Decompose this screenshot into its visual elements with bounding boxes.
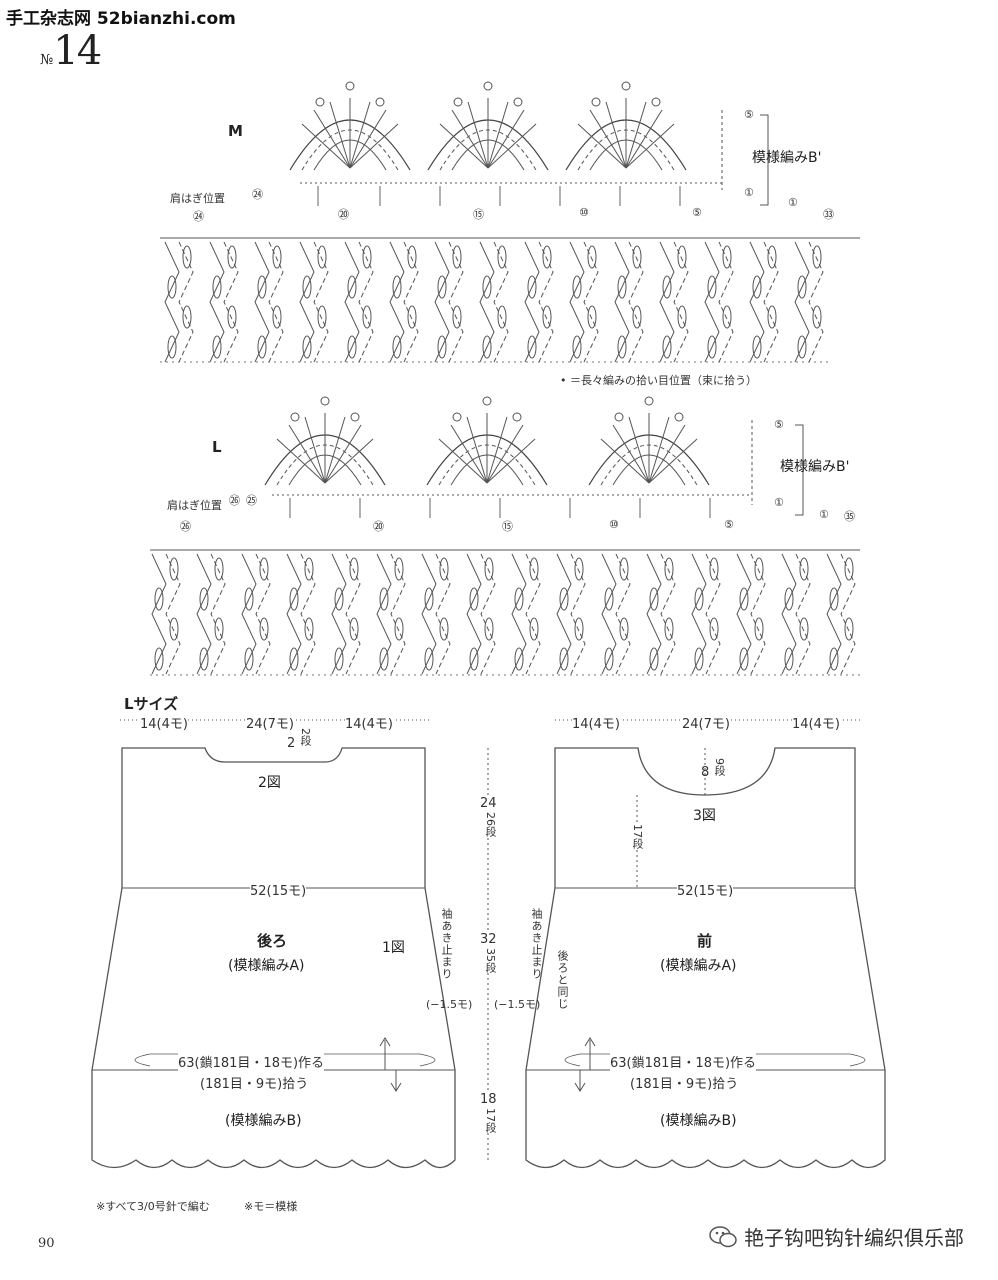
- chart-l-size-label: L: [212, 438, 222, 456]
- front-dim-right: 14(4モ): [792, 713, 840, 732]
- chart-l-shoulder-label: 肩はぎ位置: [167, 499, 222, 512]
- chart-l-marker: ⑳: [373, 520, 384, 533]
- chart-m-size-label: M: [228, 122, 243, 140]
- chart-l-marker: ㉖: [229, 494, 240, 507]
- watermark-text: 艳子钩吧钩针编织俱乐部: [744, 1226, 964, 1250]
- chart-l-marker: ⑩: [609, 518, 619, 531]
- page-number: 90: [38, 1236, 55, 1251]
- front-neck-depth: 8: [701, 765, 710, 780]
- front-pickup: (181目・9モ)拾う: [630, 1073, 739, 1092]
- chart-l-marker: ⑮: [502, 520, 513, 533]
- back-dim-right: 14(4モ): [345, 713, 393, 732]
- back-armhole-label: 袖あき止まり: [440, 908, 453, 980]
- back-fig-neck: 2図: [258, 775, 281, 791]
- dim-upper-rows: 26段: [482, 812, 498, 837]
- site-header: 手工杂志网 52bianzhi.com: [6, 9, 236, 29]
- dim-lower-rows: 17段: [482, 1108, 498, 1133]
- front-neck-rows: 9段: [713, 758, 726, 776]
- chart-m-row-bottom: ①: [744, 186, 754, 199]
- wechat-icon: [709, 1225, 737, 1247]
- back-decrease: (−1.5モ): [426, 998, 473, 1011]
- chart-m-marker: ㉔: [193, 210, 204, 223]
- front-decrease: (−1.5モ): [494, 998, 541, 1011]
- chart-l-marker: ㉟: [844, 510, 855, 523]
- back-chain-start: 63(鎖181目・18モ)作る: [178, 1052, 325, 1071]
- chart-m-marker: ⑩: [579, 206, 589, 219]
- chart-l-row-top: ⑤: [774, 418, 784, 431]
- back-neck-rows: 2段: [299, 728, 312, 746]
- dim-lower-cm: 18: [480, 1092, 497, 1107]
- back-dim-left: 14(4モ): [140, 713, 188, 732]
- chart-m-marker: ㉝: [823, 208, 834, 221]
- chart-l-marker: ①: [819, 508, 829, 521]
- chart-l-row-bottom: ①: [774, 496, 784, 509]
- back-width-mark: 52(15モ): [250, 880, 307, 899]
- back-title: 後ろ: [257, 932, 288, 950]
- long-stitch-note: • ＝長々編みの拾い目位置（束に拾う）: [560, 374, 757, 387]
- schematic-size-title: Lサイズ: [124, 695, 179, 713]
- back-pattern: (模様編みA): [228, 958, 305, 974]
- watermark: 艳子钩吧钩针编织俱乐部: [708, 1222, 964, 1251]
- front-chain-start: 63(鎖181目・18モ)作る: [610, 1052, 757, 1071]
- dim-upper-cm: 24: [480, 796, 497, 811]
- front-hem-pattern: (模様編みB): [660, 1113, 737, 1129]
- front-mid-rows: 17段: [629, 824, 645, 849]
- chart-m-shoulder-label: 肩はぎ位置: [170, 192, 225, 205]
- chart-m-marker: ⑳: [338, 208, 349, 221]
- chart-m-pattern-label: 模様編みB': [752, 150, 822, 166]
- dim-middle-rows: 35段: [482, 948, 498, 973]
- chart-m-marker: ㉔: [252, 188, 263, 201]
- front-dim-left: 14(4モ): [572, 713, 620, 732]
- dim-middle-cm: 32: [480, 932, 497, 947]
- back-hem-pattern: (模様編みB): [225, 1113, 302, 1129]
- chart-m-marker: ⑤: [692, 206, 702, 219]
- chart-m-marker: ①: [788, 196, 798, 209]
- front-fig-neck: 3図: [693, 808, 716, 824]
- number-prefix: №: [40, 52, 54, 68]
- back-dim-center: 24(7モ): [246, 713, 294, 732]
- back-pickup: (181目・9モ)拾う: [200, 1073, 309, 1092]
- chart-m-marker: ⑮: [473, 208, 484, 221]
- footer-note-motif: ※モ＝模様: [244, 1200, 298, 1213]
- front-armhole-label: 袖あき止まり: [530, 908, 543, 980]
- chart-l-marker: ㉖: [180, 520, 191, 533]
- front-dim-center: 24(7モ): [682, 713, 730, 732]
- same-as-back-label: 後ろと同じ: [556, 950, 569, 1010]
- footer-note-hook: ※すべて3/0号針で編む: [96, 1200, 210, 1213]
- back-neck-depth: 2: [287, 736, 296, 751]
- front-title: 前: [697, 932, 713, 950]
- back-fig-side: 1図: [382, 940, 405, 956]
- pattern-number: №14: [40, 28, 102, 74]
- chart-m-row-top: ⑤: [744, 108, 754, 121]
- front-pattern: (模様編みA): [660, 958, 737, 974]
- chart-l-pattern-label: 模様編みB': [780, 459, 850, 475]
- chart-l-marker: ⑤: [724, 518, 734, 531]
- front-width-mark: 52(15モ): [677, 880, 734, 899]
- number-value: 14: [53, 28, 102, 74]
- chart-l-marker: ㉕: [246, 494, 257, 507]
